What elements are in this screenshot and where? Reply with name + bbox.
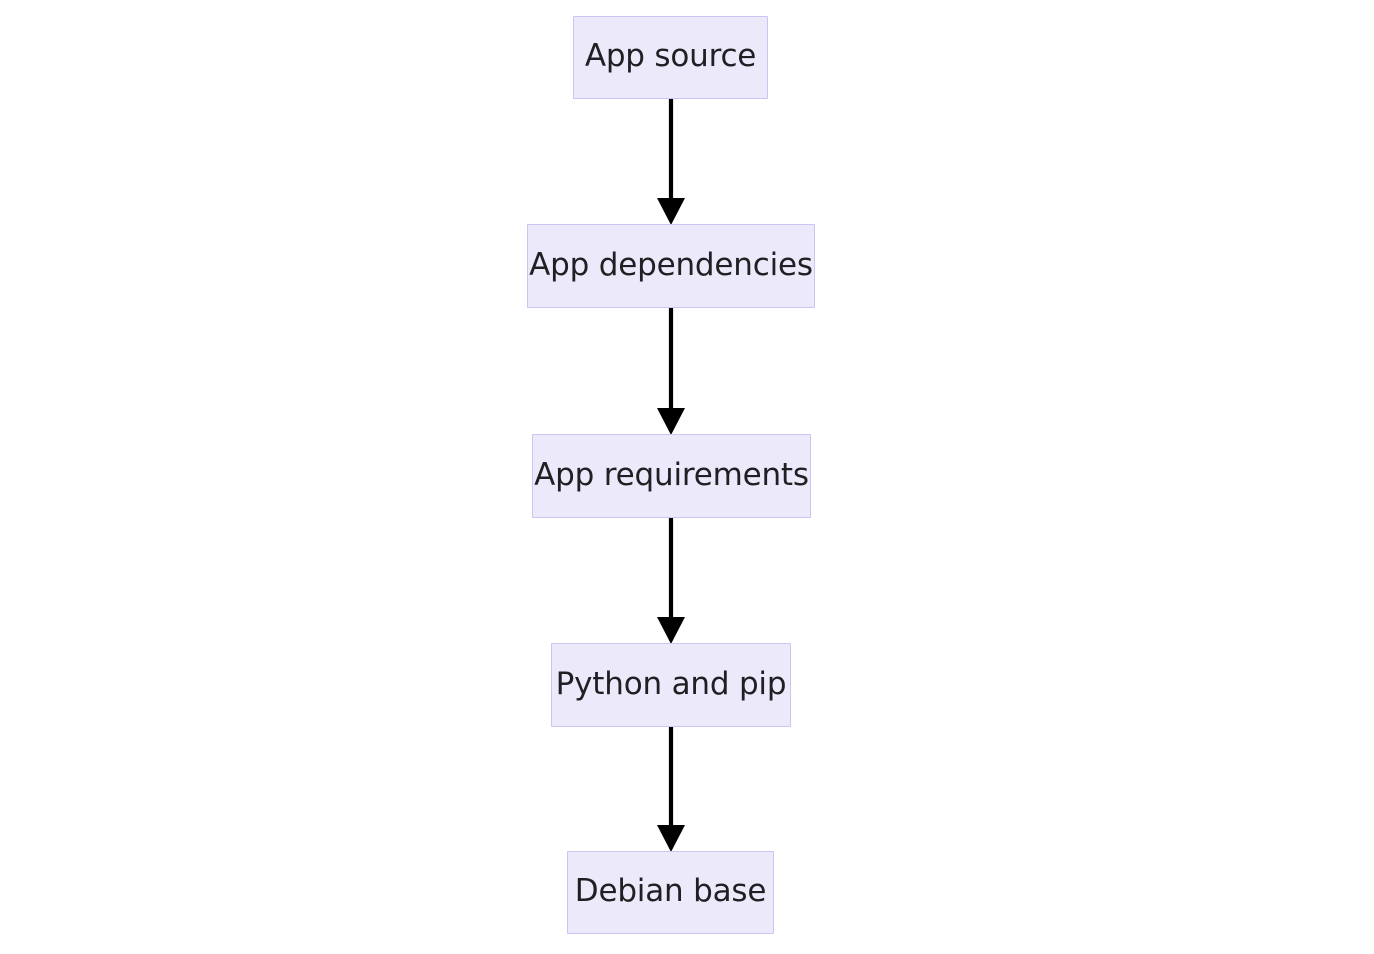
arrowhead-icon bbox=[657, 617, 685, 644]
arrowhead-icon bbox=[657, 408, 685, 435]
node-label: App dependencies bbox=[529, 246, 813, 283]
edge-app-dependencies-to-app-requirements bbox=[657, 308, 685, 435]
node-app-dependencies[interactable]: App dependencies bbox=[527, 224, 815, 308]
node-label: App source bbox=[584, 38, 757, 74]
edge-python-and-pip-to-debian-base bbox=[657, 727, 685, 852]
node-debian-base[interactable]: Debian base bbox=[567, 851, 774, 934]
arrowhead-icon bbox=[657, 825, 685, 852]
node-label: Debian base bbox=[574, 873, 767, 909]
arrowhead-icon bbox=[657, 198, 685, 225]
node-label: App requirements bbox=[534, 456, 809, 493]
node-app-requirements[interactable]: App requirements bbox=[532, 434, 811, 518]
node-python-and-pip[interactable]: Python and pip bbox=[551, 643, 791, 727]
edge-app-source-to-app-dependencies bbox=[657, 98, 685, 225]
edge-app-requirements-to-python-and-pip bbox=[657, 518, 685, 644]
node-label: Python and pip bbox=[555, 665, 787, 702]
node-app-source[interactable]: App source bbox=[573, 16, 768, 99]
